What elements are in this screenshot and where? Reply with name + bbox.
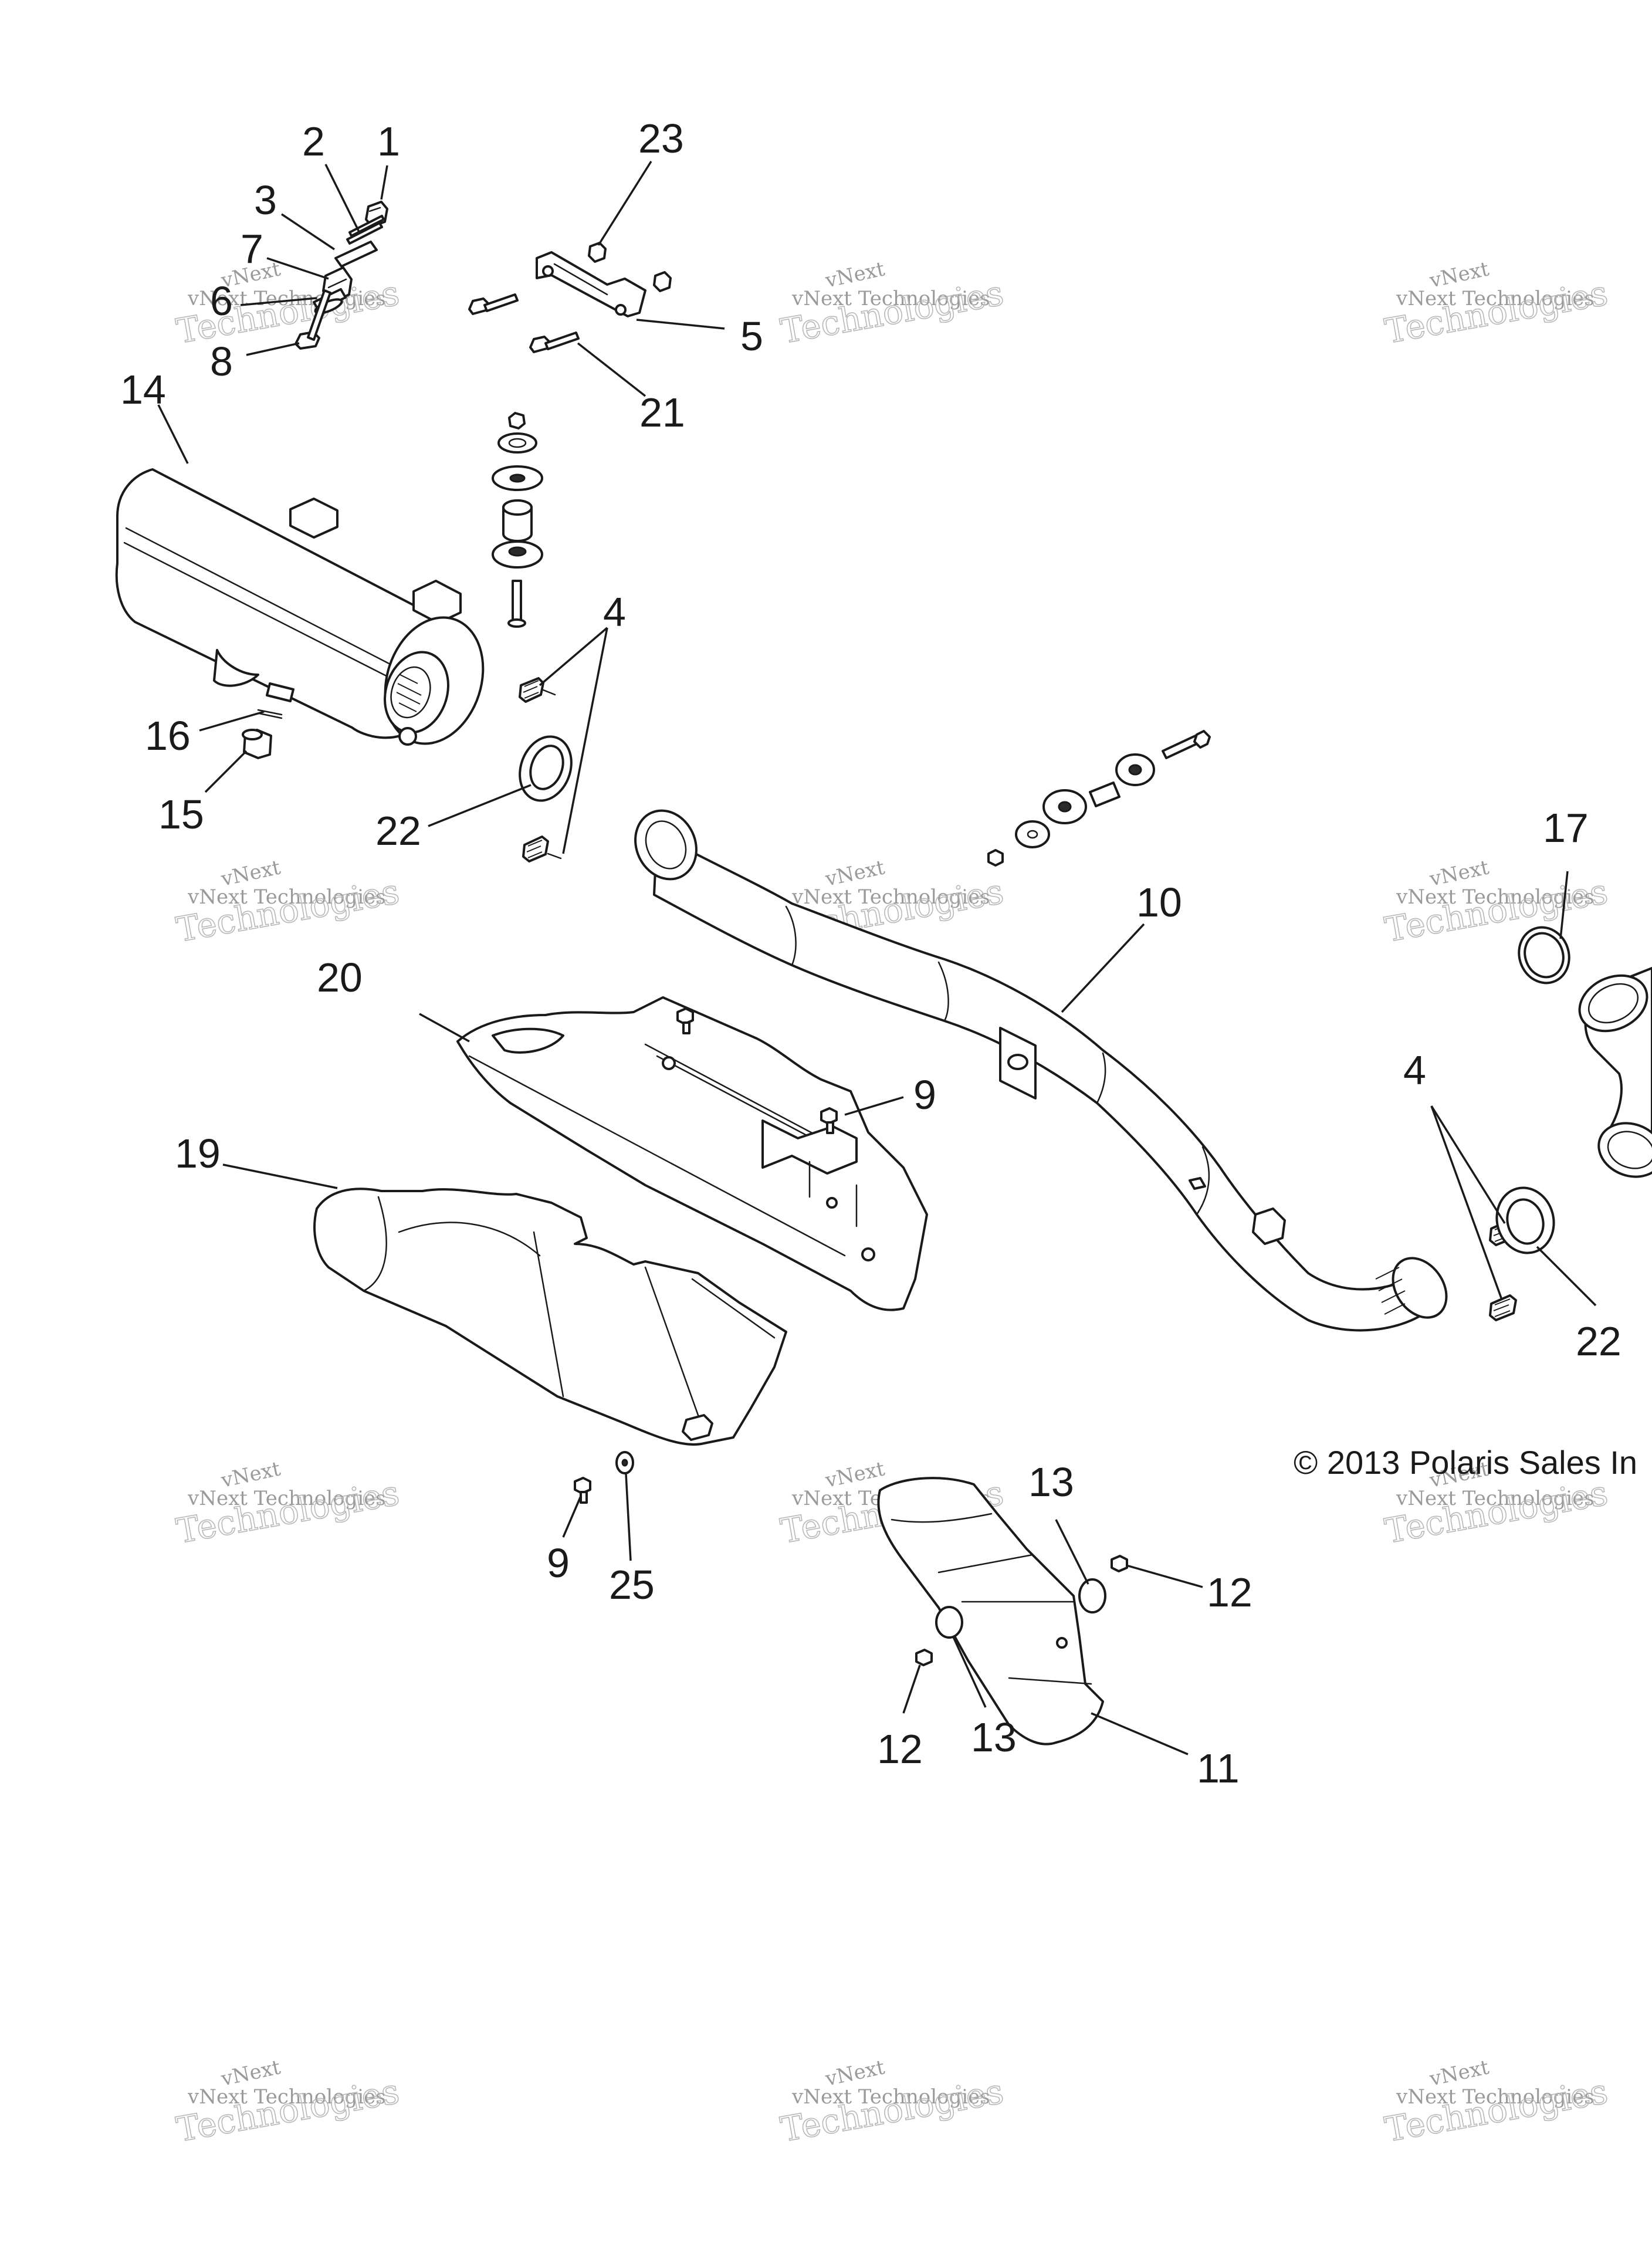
callout-22-right: 22 <box>1576 1318 1621 1364</box>
callout-14: 14 <box>120 367 166 412</box>
watermark: vNext vNext Technologies Technologies <box>777 2055 1007 2150</box>
watermark: vNext vNext Technologies Technologies <box>1382 257 1611 351</box>
callout-7: 7 <box>241 226 263 272</box>
watermark-line-2: vNext Technologies <box>187 287 386 310</box>
callout-12-right: 12 <box>1207 1569 1252 1615</box>
callout-13-lower: 13 <box>971 1714 1017 1760</box>
callout-21: 21 <box>639 390 685 435</box>
part-muffler-14 <box>115 468 485 746</box>
part-mount-stack <box>492 412 543 628</box>
callout-5: 5 <box>740 313 763 359</box>
callout-labels: 1 2 3 7 6 8 23 5 21 14 4 16 15 22 17 10 … <box>120 116 1621 1791</box>
part-bolt-21-a <box>468 293 519 315</box>
part-bracket-5 <box>536 251 646 317</box>
part-bolt-21-b <box>529 331 580 353</box>
callout-2: 2 <box>302 119 325 164</box>
part-screw-9-b <box>676 1007 694 1034</box>
watermark: vNext vNext Technologies Technologies <box>1382 2055 1611 2150</box>
callout-19: 19 <box>175 1131 221 1176</box>
watermark: vNext vNext Technologies Technologies <box>173 855 402 950</box>
watermark: vNext vNext Technologies Technologies <box>1382 855 1611 950</box>
part-nut-12-b <box>915 1649 933 1666</box>
watermark: vNext vNext Technologies Technologies <box>173 1457 402 1551</box>
callout-12-left: 12 <box>877 1726 923 1772</box>
watermark: vNext vNext Technologies Technologies <box>173 2055 402 2150</box>
callout-8: 8 <box>210 339 233 384</box>
watermark-line-3: Technologies <box>1382 2071 1611 2150</box>
callout-6: 6 <box>210 278 233 324</box>
watermark-line-2: vNext Technologies <box>791 2085 990 2109</box>
watermark-line-2: vNext Technologies <box>1396 287 1595 310</box>
part-bolt-8 <box>294 289 331 350</box>
callout-13-upper: 13 <box>1028 1459 1074 1505</box>
callout-15: 15 <box>158 791 204 837</box>
part-y-pipe-partial <box>1578 967 1652 1178</box>
watermark-line-2: vNext Technologies <box>187 885 386 909</box>
part-spring-4-d <box>1489 1294 1517 1321</box>
part-spacer-3 <box>334 241 378 268</box>
part-nut-23-b <box>653 271 672 292</box>
watermark-line-3: Technologies <box>174 273 402 351</box>
watermark-line-2: vNext Technologies <box>1396 2085 1595 2109</box>
callout-4-top: 4 <box>603 589 626 635</box>
callout-16: 16 <box>145 713 191 759</box>
watermark-line-3: Technologies <box>174 871 402 950</box>
part-washer-13-b <box>935 1606 963 1639</box>
watermark-line-2: vNext Technologies <box>187 2085 386 2109</box>
watermark-line-3: Technologies <box>1382 273 1611 351</box>
part-gasket-17 <box>1518 926 1570 985</box>
callout-10: 10 <box>1136 879 1182 925</box>
leader-lines <box>157 161 1597 1755</box>
watermark-line-2: vNext Technologies <box>791 287 990 310</box>
part-pin-16 <box>257 709 283 719</box>
callout-25: 25 <box>609 1562 655 1608</box>
watermark-line-3: Technologies <box>1382 1473 1611 1551</box>
part-nut-23-a <box>588 242 607 263</box>
callout-9-lower: 9 <box>547 1540 570 1586</box>
part-washer-25 <box>615 1451 634 1474</box>
callout-22-left: 22 <box>375 808 421 854</box>
callout-20: 20 <box>317 955 363 1000</box>
part-gasket-22-a <box>519 735 573 802</box>
callout-3: 3 <box>254 177 277 223</box>
callout-1: 1 <box>377 119 400 164</box>
part-header-pipe-10 <box>634 809 1448 1332</box>
watermark-line-3: Technologies <box>778 273 1007 351</box>
watermark-line-3: Technologies <box>174 2071 402 2150</box>
part-heat-shield-19 <box>313 1188 787 1446</box>
watermark: vNext vNext Technologies Technologies <box>173 257 402 351</box>
watermark-line-3: Technologies <box>174 1473 402 1551</box>
watermark-line-2: vNext Technologies <box>1396 885 1595 909</box>
callout-23: 23 <box>638 116 684 161</box>
part-spring-4-a <box>519 677 556 703</box>
watermark-line-2: vNext Technologies <box>1396 1487 1595 1510</box>
part-screw-9-a <box>820 1107 838 1134</box>
callout-17: 17 <box>1543 805 1589 851</box>
copyright-text: © 2013 Polaris Sales In <box>1294 1444 1637 1481</box>
callout-4-right: 4 <box>1403 1047 1426 1093</box>
part-nut-12-a <box>1111 1555 1128 1572</box>
part-bolt-15 <box>242 729 272 759</box>
callout-11: 11 <box>1197 1745 1240 1791</box>
part-gasket-22-b <box>1495 1186 1555 1254</box>
watermark-line-2: vNext Technologies <box>187 1487 386 1510</box>
watermark-line-3: Technologies <box>778 2071 1007 2150</box>
part-washer-13-a <box>1078 1578 1106 1613</box>
watermark-line-2: vNext Technologies <box>791 885 990 909</box>
watermark: vNext vNext Technologies Technologies <box>777 257 1007 351</box>
part-heat-shield-11 <box>877 1477 1104 1745</box>
part-screw-9-c <box>574 1477 591 1504</box>
part-spring-4-b <box>522 835 562 862</box>
callout-9-upper: 9 <box>913 1072 936 1118</box>
watermark-line-3: Technologies <box>1382 871 1611 950</box>
part-pipe-mount-hardware <box>987 730 1211 867</box>
